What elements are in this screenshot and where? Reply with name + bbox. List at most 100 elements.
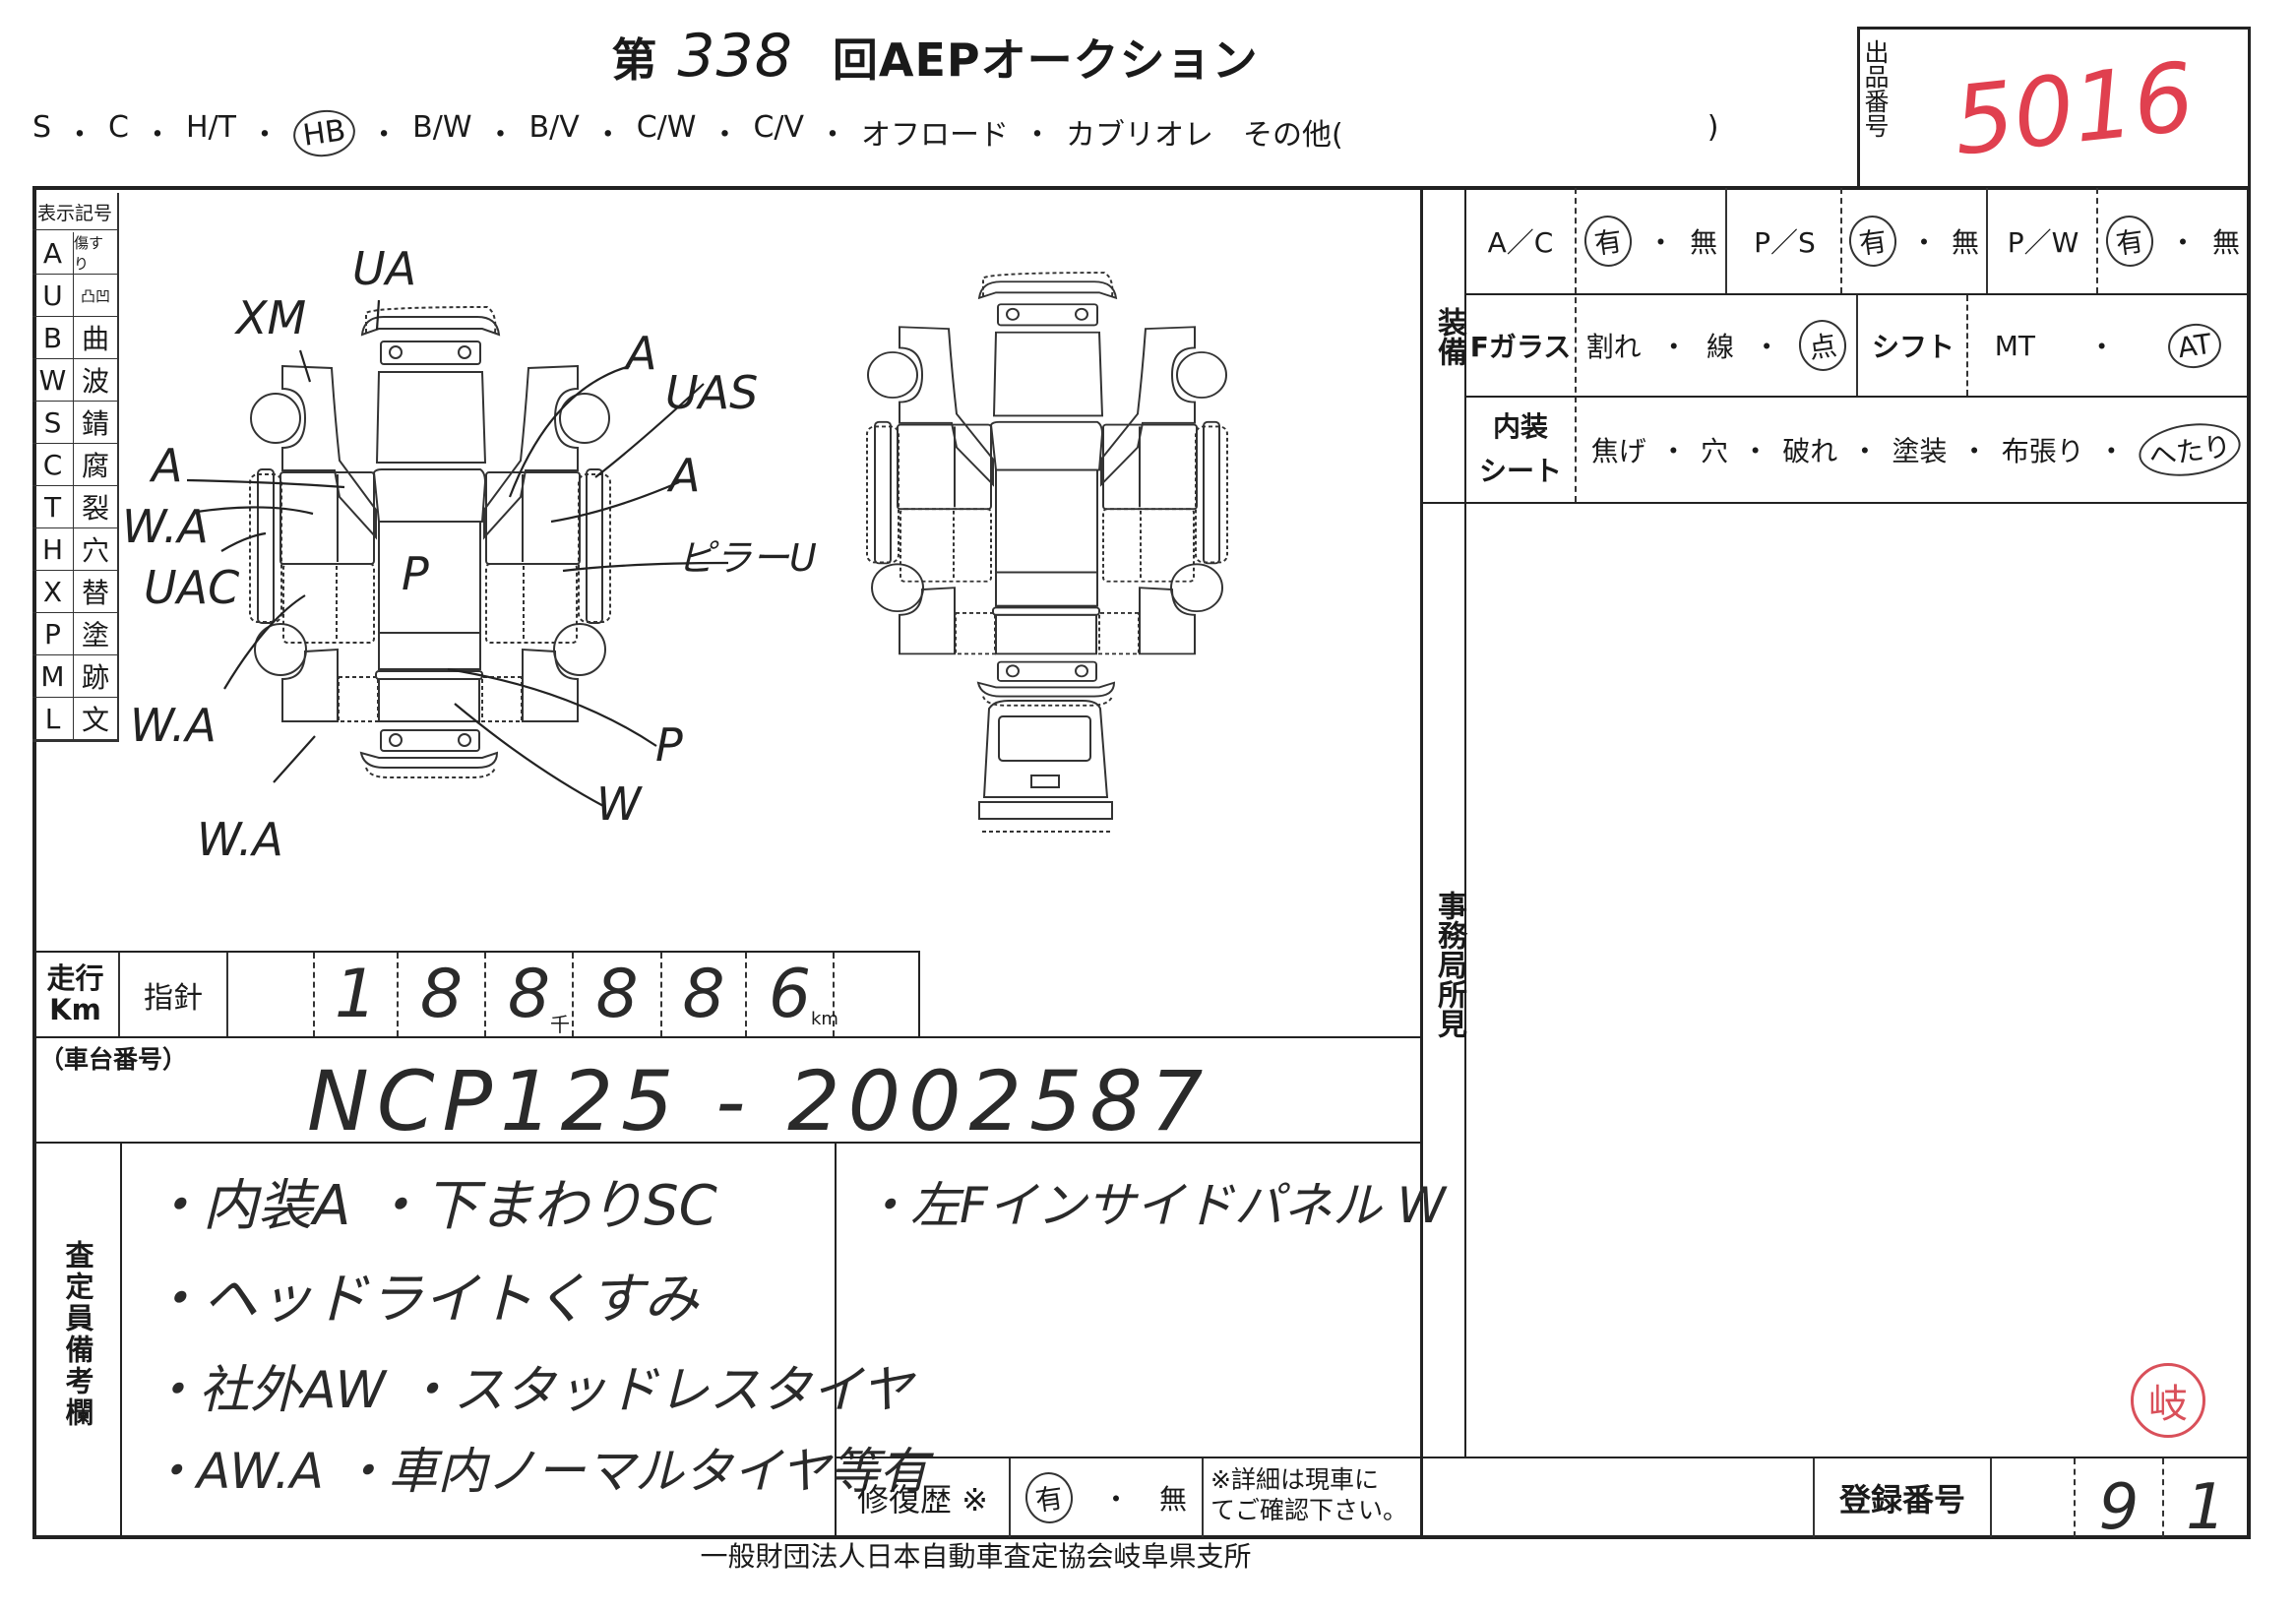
odometer-digit: 8 — [486, 953, 574, 1036]
repair-history-option[interactable]: 無 — [1158, 1483, 1187, 1516]
shift-option[interactable]: MT — [1994, 329, 2036, 362]
legend-meaning: 波 — [81, 365, 109, 398]
odometer-label-line1: 走行 — [46, 961, 104, 995]
body-type-selector: S・ C・ H/T・ HB・ B/W・ B/V・ C/W・ C/V・ オフロード… — [32, 105, 1719, 161]
damage-mark: A — [669, 449, 701, 502]
body-type-option[interactable]: C — [108, 110, 129, 145]
km-unit: km — [811, 1009, 838, 1029]
fglass-option[interactable]: 点 — [1795, 316, 1850, 375]
legend-meaning: 凸凹 — [80, 286, 110, 305]
legend-code: P — [32, 613, 74, 654]
ps-label: P／S — [1754, 225, 1816, 259]
legend-meaning: 穴 — [81, 534, 109, 567]
ps-option[interactable]: 無 — [1951, 225, 1979, 259]
legend-code: B — [32, 317, 74, 358]
interior-option[interactable]: 穴 — [1701, 435, 1729, 467]
odometer-digit — [835, 953, 920, 1036]
body-type-other-label: その他( — [1243, 118, 1343, 153]
ac-label: A／C — [1487, 225, 1554, 259]
legend-meaning: 傷すり — [74, 234, 104, 273]
legend-header: 表示記号 — [32, 197, 117, 230]
damage-mark: ピラーU — [677, 536, 817, 580]
legend-code: C — [32, 444, 74, 485]
damage-mark: UAC — [144, 561, 240, 614]
inspector-remarks-label: 査定員備考欄 — [61, 1240, 94, 1429]
stamp-text: 岐 — [2148, 1382, 2188, 1427]
damage-mark: W.A — [122, 500, 209, 553]
office-remarks-label: 事務局所見 — [1432, 891, 1466, 1038]
body-type-option[interactable]: B/V — [528, 110, 580, 145]
body-type-option[interactable]: B/W — [412, 110, 472, 145]
notice-line: てご確認下さい。 — [1210, 1496, 1408, 1525]
chassis-label: （車台番号） — [39, 1045, 188, 1074]
damage-mark: P — [402, 547, 429, 600]
body-type-option[interactable]: H/T — [186, 110, 236, 145]
car-diagram-top — [249, 306, 611, 778]
interior-option[interactable]: 破れ — [1782, 435, 1838, 467]
damage-leader-lines — [186, 299, 729, 808]
body-type-option[interactable]: C/W — [636, 110, 697, 145]
interior-label-line2: シート — [1478, 455, 1562, 487]
legend-meaning: 塗 — [81, 619, 109, 651]
pw-option[interactable]: 有 — [2102, 212, 2157, 270]
pw-label: P／W — [2007, 225, 2079, 259]
damage-mark: W.A — [197, 813, 283, 866]
odometer-digit: 8 — [662, 953, 747, 1036]
body-type-option[interactable]: カブリオレ — [1066, 118, 1214, 153]
interior-label: 内装 シート — [1466, 398, 1575, 502]
ps-option[interactable]: 有 — [1845, 212, 1900, 270]
odometer-label: 走行 Km — [32, 953, 120, 1036]
legend-code: U — [32, 275, 74, 316]
car-diagram-rear — [978, 700, 1113, 833]
registration-digit: 1 — [2186, 1471, 2226, 1544]
body-type-other-close: ) — [1706, 110, 1719, 145]
inspector-note: ・社外AW ・スタッドレスタイヤ — [148, 1361, 913, 1420]
repair-history-options: 有 ・ 無 — [1011, 1458, 1204, 1537]
repair-history-label: 修復歴 ※ — [837, 1458, 1011, 1537]
shift-label: シフト — [1871, 331, 1955, 363]
repair-history-option[interactable]: 有 — [1022, 1468, 1077, 1527]
odometer-digit: 8 — [574, 953, 662, 1036]
inspector-note: ・AW.A ・車内ノーマルタイヤ等有 — [148, 1443, 929, 1500]
interior-label-line1: 内装 — [1492, 410, 1548, 444]
car-diagram-underside — [866, 272, 1228, 707]
legend-code: M — [32, 655, 74, 697]
interior-option[interactable]: 塗装 — [1892, 435, 1948, 467]
interior-option[interactable]: 布張り — [2001, 435, 2084, 467]
legend-code: T — [32, 486, 74, 527]
body-type-option[interactable]: S — [32, 110, 52, 145]
inspector-note: ・内装A ・下まわりSC — [148, 1174, 717, 1238]
legend-meaning: 替 — [81, 577, 109, 609]
fglass-option[interactable]: 割れ — [1585, 331, 1642, 363]
fglass-option[interactable]: 線 — [1706, 331, 1734, 363]
needle-label: 指針 — [120, 953, 228, 1036]
interior-options: 焦げ・ 穴・ 破れ・ 塗装・ 布張り・ へたり — [1584, 398, 2248, 502]
damage-mark: W.A — [130, 699, 217, 752]
fglass-label: Fガラス — [1469, 331, 1572, 363]
damage-mark: UAS — [665, 366, 759, 419]
interior-option[interactable]: 焦げ — [1590, 435, 1646, 467]
lot-number-label: 出品番号 — [1861, 39, 1890, 138]
legend-table — [32, 193, 119, 742]
ac-option[interactable]: 無 — [1690, 225, 1718, 259]
ac-option[interactable]: 有 — [1581, 212, 1636, 270]
legend-meaning: 曲 — [81, 323, 109, 355]
inspector-note: ・ヘッドライトくすみ — [148, 1268, 699, 1332]
shift-option[interactable]: AT — [2165, 319, 2225, 372]
interior-option[interactable]: へたり — [2135, 417, 2245, 482]
fglass-options: 割れ・ 線・ 点 — [1577, 295, 1858, 396]
body-type-option[interactable]: オフロード — [861, 118, 1010, 153]
pw-option[interactable]: 無 — [2211, 225, 2240, 259]
damage-mark: A — [626, 327, 657, 380]
odometer-digit: 6 — [747, 953, 835, 1036]
inspector-note-right: ・左Fインサイドパネル W — [861, 1177, 1447, 1234]
auction-number: 338 — [677, 22, 793, 91]
body-type-option[interactable]: C/V — [753, 110, 805, 145]
